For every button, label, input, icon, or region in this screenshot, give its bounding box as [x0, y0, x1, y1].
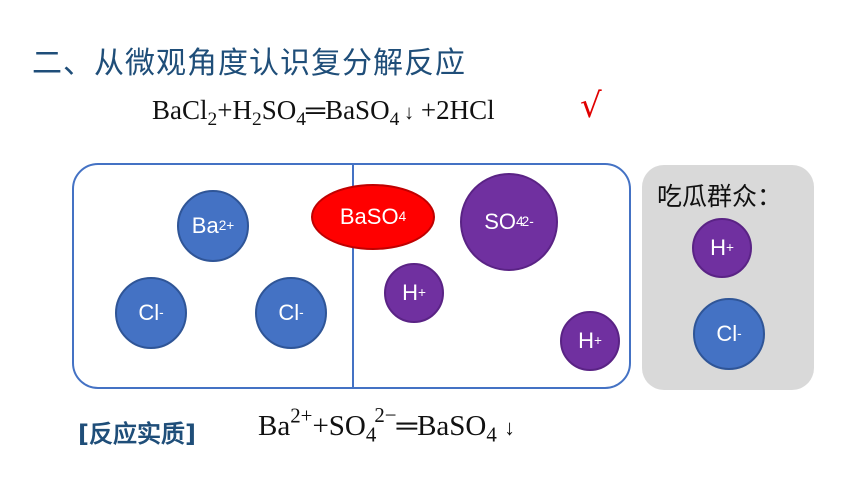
reactant-h2so4: H2SO4	[232, 95, 306, 131]
section-title: 二、从微观角度认识复分解反应	[32, 46, 466, 81]
reaction-essence-label: [反应实质]	[78, 420, 196, 448]
box-divider	[352, 164, 354, 388]
product-baso4: BaSO4 ↓	[325, 95, 415, 131]
checkmark-icon: √	[580, 86, 602, 126]
spectator-ion-hydrogen: H+	[692, 218, 752, 278]
spectator-ion-chloride: Cl-	[693, 298, 765, 370]
spectator-ions-title: 吃瓜群众：	[657, 182, 783, 211]
reaction-equation: BaCl2+H2SO4═BaSO4 ↓ +2HCl	[152, 95, 495, 131]
product-baso4-term: BaSO4 ↓	[417, 410, 515, 447]
ion-hydrogen-upper: H+	[384, 263, 444, 323]
net-ionic-equation: Ba2++SO42−═BaSO4 ↓	[258, 403, 515, 447]
plus-sign: +	[217, 95, 233, 125]
ion-sulfate-term: SO42−	[328, 403, 397, 447]
equals-sign: ═	[305, 95, 326, 125]
ion-chloride-right: Cl-	[255, 277, 327, 349]
product-hcl: 2HCl	[436, 95, 495, 125]
plus-sign: +	[312, 410, 329, 442]
ion-chloride-left: Cl-	[115, 277, 187, 349]
ion-barium-term: Ba2+	[258, 403, 313, 442]
precipitate-arrow-icon: ↓	[504, 416, 515, 440]
precipitate-arrow-icon: ↓	[404, 102, 415, 124]
reactant-bacl2: BaCl2	[152, 95, 218, 131]
plus-sign: +	[420, 95, 437, 125]
ion-hydrogen-lower: H+	[560, 311, 620, 371]
equals-sign: ═	[396, 410, 418, 442]
